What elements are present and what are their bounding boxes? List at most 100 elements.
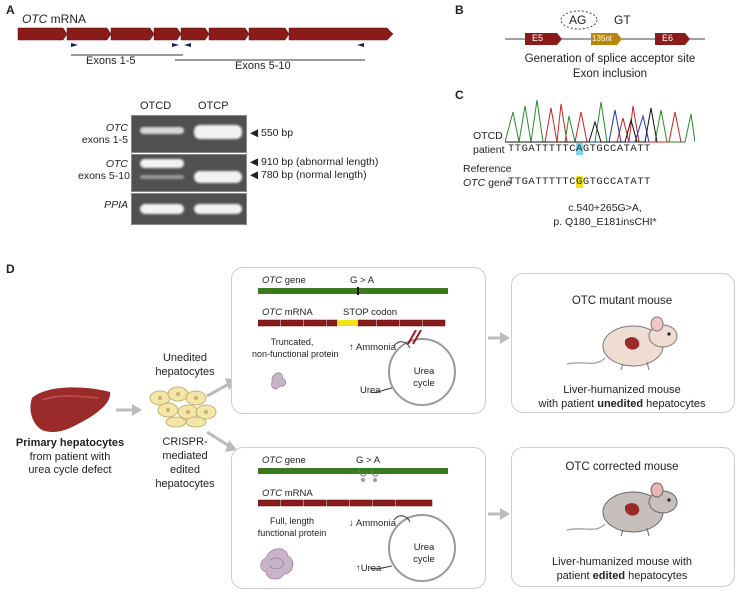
crispr-label-4: hepatocytes [155,478,215,490]
mutant-mouse-title: OTC mutant mouse [571,295,673,307]
splice-caption-2: Exon inclusion [572,68,648,80]
patient-sequence: TTGATTTTTCAGTGCCATATT [508,143,651,155]
exon-1 [17,27,68,41]
exon-2 [66,27,112,41]
panel-c-letter: C [455,88,464,102]
crispr-label-1: CRISPR- [162,436,208,448]
band-780: ◀ 780 bp (normal length) [250,169,367,181]
band-550: ◀ 550 bp [250,127,294,139]
exon-4 [153,27,182,41]
bottom-gene-label: OTC gene [262,455,306,466]
primer-rev-5 [184,43,191,47]
gel-row3-label: PPIA [104,199,128,211]
crispr-label-3: edited [170,464,200,476]
exons-1-5-label: Exons 1-5 [86,55,136,67]
exon-7 [248,27,290,41]
e5-label: E5 [532,33,544,43]
top-ammonia-label: ↑ Ammonia [349,342,396,353]
corrected-caption-2: patient edited hepatocytes [556,570,688,582]
bottom-ammonia-label: ↓ Ammonia [349,518,396,529]
exon-5 [180,27,210,41]
splice-site-diagram [505,10,705,45]
primer-fwd-5 [172,43,179,47]
top-mrna-label: OTC mRNA [262,307,313,318]
top-mutation-label: G > A [350,275,375,286]
bottom-cycle-label-2: cycle [413,554,435,565]
mutation-protein: p. Q180_E181insCHI* [553,216,657,228]
patient-variant-base: A [576,143,583,155]
gel-strip-exons-5-10 [131,154,247,192]
liver-to-cells-arrow [116,404,142,416]
bottom-mrna-bar [258,499,433,507]
unedited-label-1: Unedited [162,352,208,364]
stop-codon-label: STOP codon [343,307,398,318]
otc-mrna-title: OTC mRNA [22,12,87,26]
to-mutant-arrow [488,332,510,344]
primer-rev-10 [357,43,364,47]
ref-gene-label: OTC gene [463,177,512,189]
bottom-mutation-label: G > A [356,455,381,466]
bottom-mrna-label: OTC mRNA [262,488,313,499]
crispr-edit-icon [358,469,380,482]
liver-label-2: from patient with [29,451,111,463]
exon-e6 [655,33,690,45]
bottom-protein-1: Full, length [269,516,315,526]
top-cycle-label-2: cycle [413,378,435,389]
branch-arrows [206,378,237,452]
bottom-cycle-label-1: Urea [413,542,435,553]
stop-codon-segment [338,320,357,326]
otcd-label: OTCD [473,130,503,142]
exon-3 [110,27,155,41]
top-mrna-bar [258,319,446,327]
corrected-mouse-icon [566,482,678,537]
mutation-cdna: c.540+265G>A, [568,202,642,214]
top-gene-bar [258,288,448,294]
top-protein-2: non-functional protein [252,349,339,359]
exon-8-10 [288,27,394,41]
panel-a-letter: A [6,3,15,17]
liver-label-1: Primary hepatocytes [15,437,125,449]
nt-label: 135nt [592,34,613,43]
patient-label: patient [473,144,505,156]
sequencing-chromatogram [505,99,695,143]
gel-col-otcp: OTCP [198,100,229,112]
mutant-caption-2: with patient unedited hepatocytes [538,398,706,410]
top-gene-label: OTC gene [262,275,306,286]
functional-protein-icon [260,548,294,580]
cryptic-exon [591,33,622,45]
gel-strip-exons-1-5 [131,115,247,153]
band-910: ◀ 910 bp (abnormal length) [250,156,379,168]
bottom-protein-2: functional protein [257,528,327,538]
to-corrected-arrow [488,508,510,520]
top-cycle-label-1: Urea [413,366,435,377]
reference-base: G [576,176,583,188]
mutant-caption-1: Liver-humanized mouse [563,384,681,396]
gt-label: GT [614,13,631,27]
e6-label: E6 [662,33,674,43]
corrected-mouse-title: OTC corrected mouse [565,461,679,473]
top-urea-cycle [370,330,456,406]
corrected-caption-1: Liver-humanized mouse with [551,556,692,568]
bottom-gene-bar [258,468,448,474]
splice-caption-1: Generation of splice acceptor site [524,53,696,65]
mutant-mouse-icon [566,316,678,371]
exons-5-10-label: Exons 5-10 [235,60,291,72]
exon-e5 [525,33,562,45]
bottom-urea-cycle [370,514,456,582]
truncated-protein-icon [271,372,286,390]
liver-label-3: urea cycle defect [28,464,112,476]
crispr-label-2: mediated [162,450,208,462]
panel-d-letter: D [6,262,15,276]
ag-label: AG [569,13,587,27]
hepatocytes-image [149,386,217,428]
unedited-label-2: hepatocytes [155,366,215,378]
liver-image [30,387,111,432]
panel-b-letter: B [455,3,464,17]
gel-col-otcd: OTCD [140,100,172,112]
otc-mrna-exon-map [17,27,394,61]
gel-strip-ppia [131,193,247,225]
reference-label: Reference [463,163,512,175]
top-protein-1: Truncated, [270,337,314,347]
